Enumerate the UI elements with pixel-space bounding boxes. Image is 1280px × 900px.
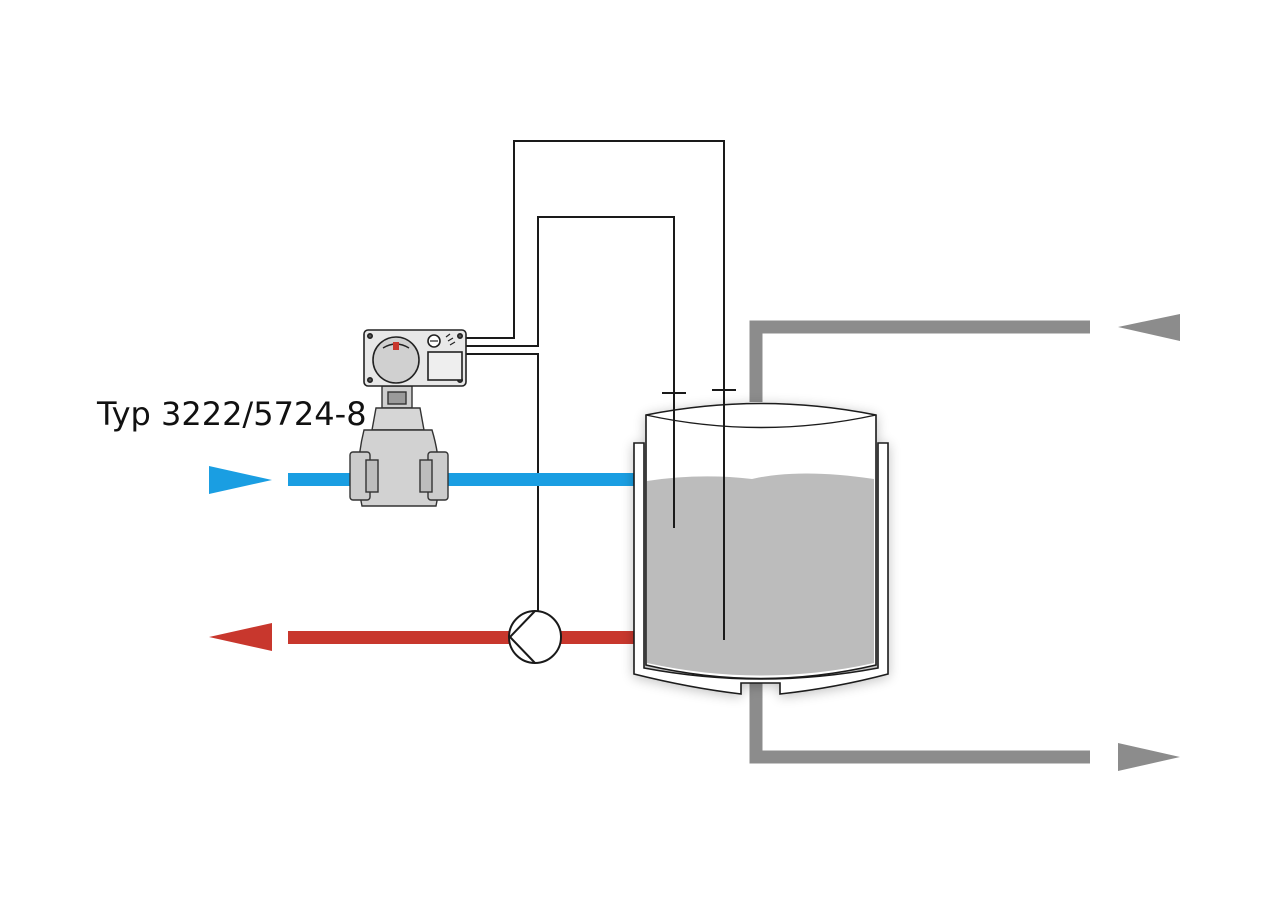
primary-return xyxy=(209,623,634,651)
sensor-rods xyxy=(673,380,725,640)
supply-pipe-right xyxy=(448,473,634,486)
wire-sensor-2 xyxy=(466,140,725,640)
pump-icon xyxy=(508,610,562,664)
actuator-display xyxy=(427,351,463,381)
secondary-supply-pipe xyxy=(749,683,1090,764)
return-pipe-left xyxy=(288,631,510,644)
wire-sensor-1 xyxy=(466,216,675,528)
valve-bonnet xyxy=(371,407,425,431)
tank-icon xyxy=(633,402,889,695)
tank-liquid xyxy=(647,473,874,676)
secondary-return-pipe xyxy=(749,320,1090,402)
supply-inlet-arrow-icon xyxy=(209,466,272,494)
secondary-supply-arrow-icon xyxy=(1118,743,1180,771)
return-outlet-arrow-icon xyxy=(209,623,272,651)
secondary-circuit xyxy=(749,314,1180,771)
actuator-dial xyxy=(372,336,420,384)
device-type-label: Typ 3222/5724-8 xyxy=(96,395,367,433)
secondary-return-arrow-icon xyxy=(1118,314,1180,341)
return-pipe-right xyxy=(560,631,634,644)
wire-pump xyxy=(466,353,539,612)
supply-pipe-left xyxy=(288,473,352,486)
valve-icon xyxy=(349,385,449,507)
actuator-icon xyxy=(363,329,467,387)
primary-supply xyxy=(209,466,634,494)
